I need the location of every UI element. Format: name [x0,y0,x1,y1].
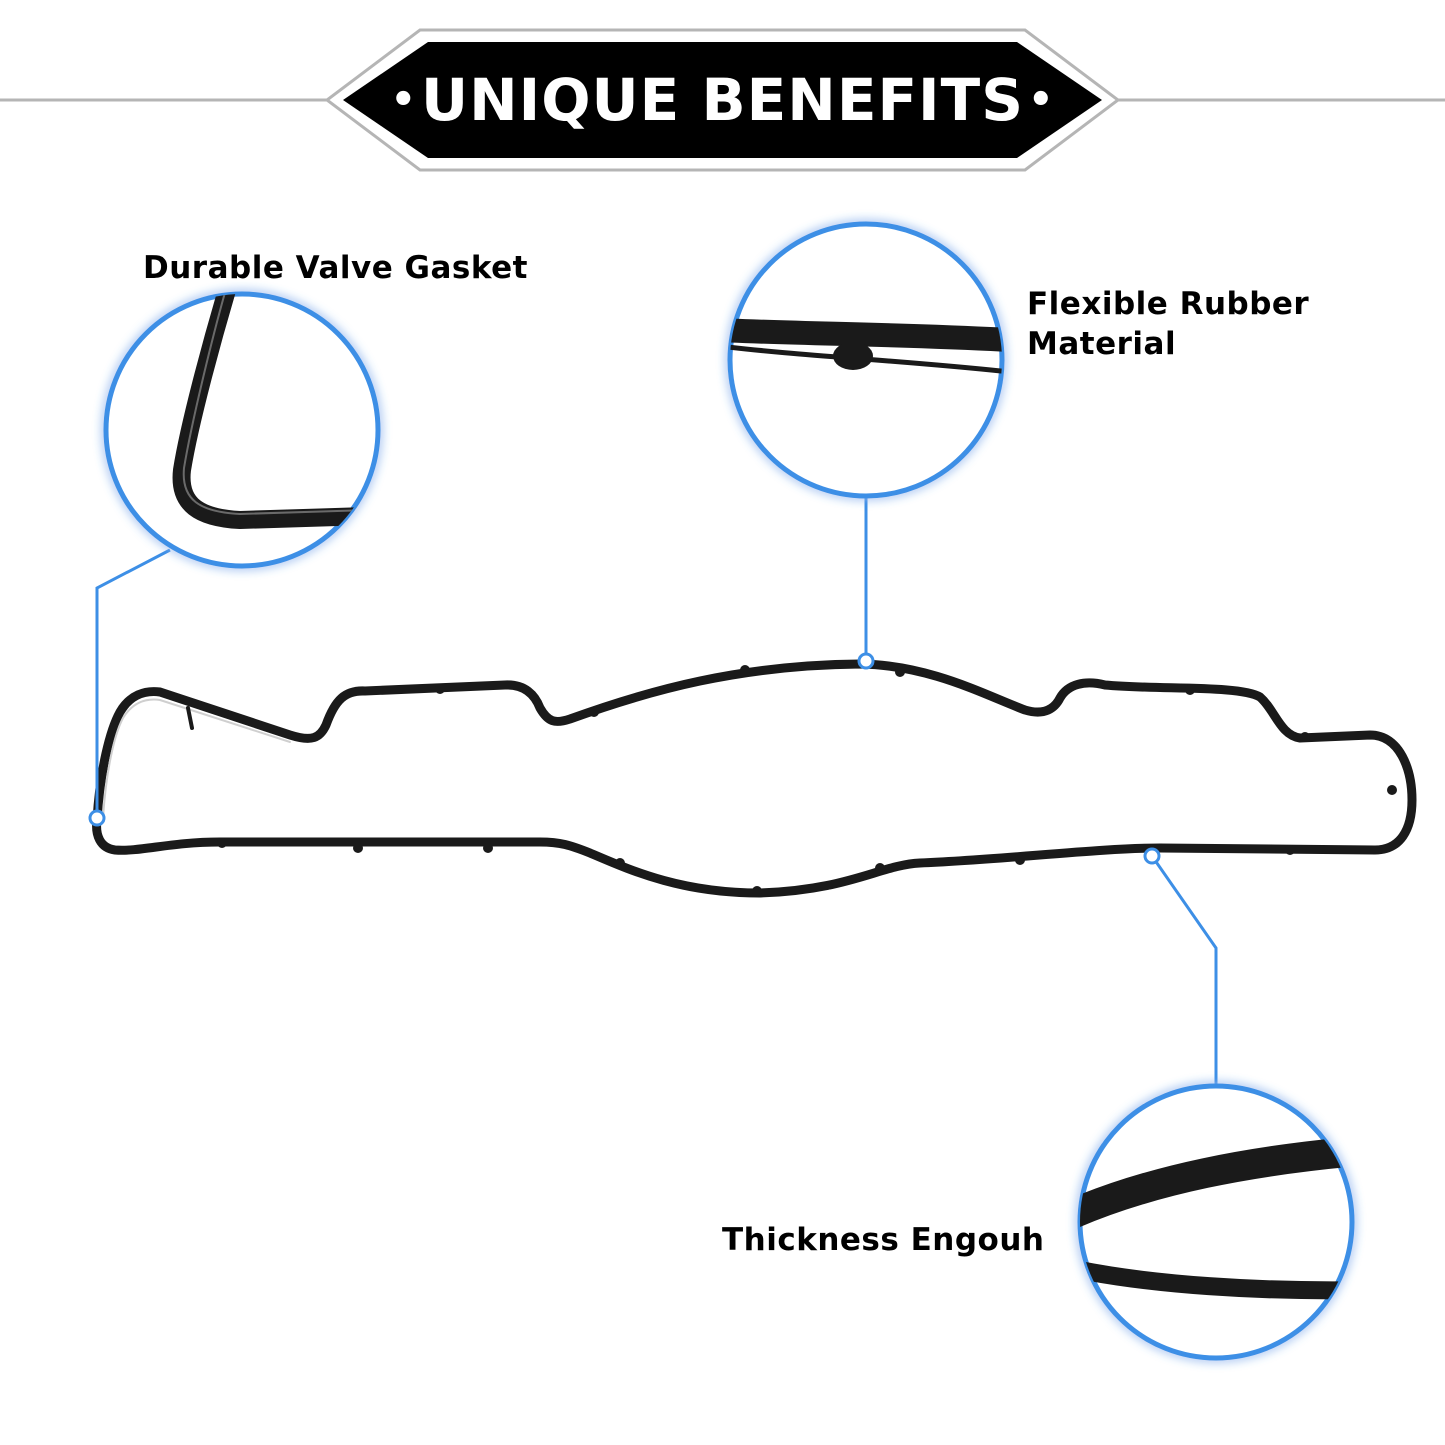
callout-label-thickness: Thickness Engouh [722,1220,1045,1260]
banner-title-text: UNIQUE BENEFITS [421,66,1024,134]
leader-line-thickness [1150,855,1218,1086]
anchor-point-thickness [1143,847,1161,865]
callout-thickness-zoom [1077,847,1355,1361]
anchor-point-durable [88,809,106,827]
callout-label-line: Flexible Rubber [1027,286,1310,322]
callout-flexible-zoom [727,221,1005,670]
callout-label-durable: Durable Valve Gasket [143,248,528,288]
gasket-zoom-flexible [730,318,1002,352]
banner-bullet-left: • [390,77,418,123]
banner-background [343,42,1102,158]
callout-label-line: Material [1027,326,1177,362]
gasket-outline [92,659,1417,898]
leader-line-durable [95,548,171,818]
banner-bullet-right: • [1027,77,1055,123]
callout-label-line: Durable Valve Gasket [143,250,528,286]
anchor-point-flexible [857,652,875,670]
banner-title: • UNIQUE BENEFITS • [330,60,1115,140]
gasket-zoom-thickness [1080,1135,1352,1229]
gasket-knobs [217,665,1397,896]
callout-label-flexible: Flexible Rubber Material [1027,284,1309,364]
callout-durable-zoom [88,291,381,827]
callout-label-line: Thickness Engouh [722,1222,1045,1258]
